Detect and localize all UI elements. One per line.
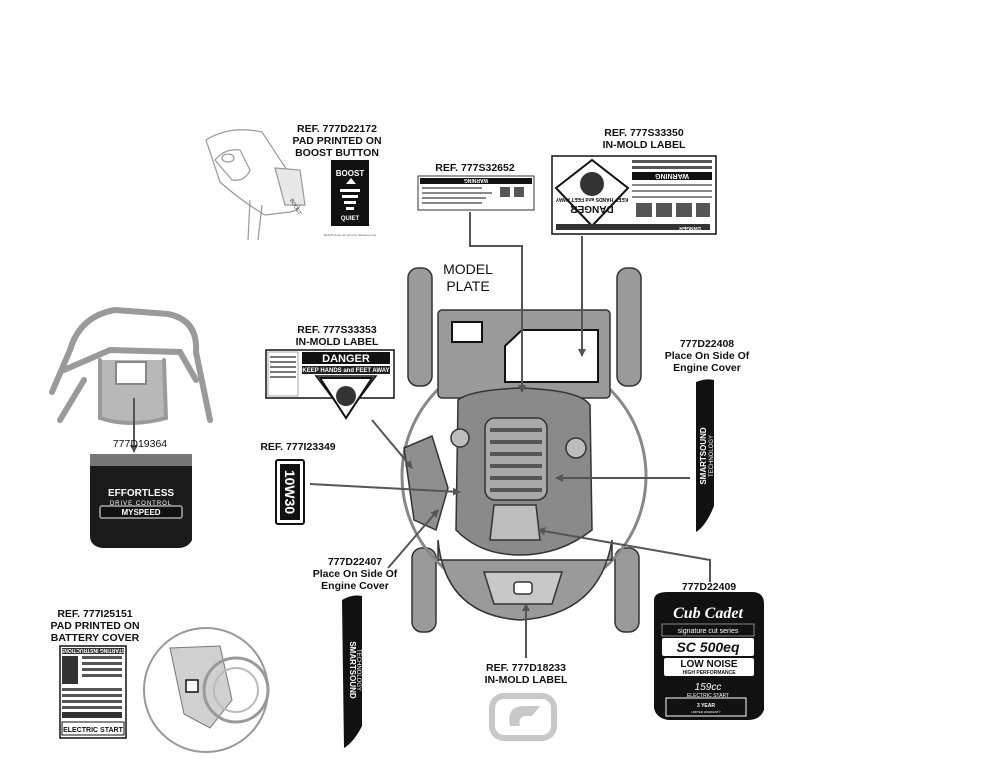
- boost-handle-illustration: [205, 129, 306, 241]
- danger-big-caption: REF. 777S33350 IN-MOLD LABEL: [588, 127, 700, 151]
- mower-illustration: [400, 267, 648, 633]
- danger-big-ref: REF. 777S33350: [604, 127, 684, 139]
- quiet-label-text: QUIET: [341, 216, 360, 222]
- front-logo-decal: [489, 693, 557, 741]
- danger-small-ref: REF. 777S33353: [297, 324, 377, 336]
- boost-caption: REF. 777D22172 PAD PRINTED ON BOOST BUTT…: [282, 123, 392, 159]
- engine-left-sub: TECHNOLOGY: [355, 649, 361, 691]
- rear-left-wheel: [407, 267, 433, 387]
- cubcadet-brand-text: Cub Cadet: [673, 605, 743, 622]
- cubcadet-cc-text: 159cc: [695, 682, 722, 693]
- battery-caption: REF. 777I25151 PAD PRINTED ON BATTERY CO…: [40, 608, 150, 644]
- oil-caption: REF. 777I23349: [246, 441, 350, 453]
- cubcadet-warranty-text: 3 YEAR: [697, 703, 715, 709]
- engine-left-line3: Engine Cover: [321, 580, 389, 592]
- cubcadet-perf-text: HIGH PERFORMANCE: [682, 670, 736, 676]
- myspeed-line1: EFFORTLESS: [108, 488, 174, 499]
- engine-right-caption: 777D22408 Place On Side Of Engine Cover: [652, 338, 762, 374]
- danger-big-small-text: DANGER: [679, 225, 701, 231]
- boost-footnote: BLACK does not print for reference use: [324, 233, 377, 237]
- front-left-wheel: [411, 547, 437, 633]
- oil-ref: REF. 777I23349: [260, 441, 336, 453]
- front-logo-slot: [513, 581, 533, 595]
- engine-right-brand: SMARTSOUND: [699, 427, 708, 485]
- danger-small-caption: REF. 777S33353 IN-MOLD LABEL: [282, 324, 392, 348]
- arrow-cubcadet: [537, 527, 711, 582]
- myspeed-line2: DRIVE CONTROL: [110, 501, 172, 507]
- cubcadet-series-text: signature cut series: [678, 628, 739, 635]
- engine-right-line2: Place On Side Of: [664, 350, 750, 362]
- cubcadet-noise-text: LOW NOISE: [680, 659, 738, 670]
- model-plate-line1: MODEL: [443, 261, 493, 277]
- cubcadet-decal: [654, 592, 764, 720]
- logo-ref: REF. 777D18233: [486, 662, 566, 674]
- warning-caption: REF. 777S32652: [420, 162, 530, 174]
- front-right-wheel: [614, 547, 640, 633]
- arrow-engine-left: [387, 509, 439, 569]
- engine-left-decal: [342, 595, 362, 748]
- engine-left-line2: Place On Side Of: [312, 568, 398, 580]
- leader-lines: [130, 212, 711, 658]
- model-plate-box: [451, 321, 483, 343]
- logo-caption: REF. 777D18233 IN-MOLD LABEL: [470, 662, 582, 686]
- boost-line3: BOOST BUTTON: [295, 147, 379, 159]
- logo-line2: IN-MOLD LABEL: [484, 674, 568, 686]
- engine-right-line3: Engine Cover: [673, 362, 741, 374]
- engine-right-decal: [696, 379, 714, 532]
- battery-illustration: [143, 627, 270, 753]
- model-plate-large-box: [504, 329, 599, 383]
- boost-label-text: BOOST: [336, 169, 365, 178]
- oil-decal: [275, 459, 305, 525]
- handle-caption: 777D19364: [92, 438, 188, 450]
- warning-ref: REF. 777S32652: [435, 162, 515, 174]
- arrow-danger-small: [371, 419, 413, 469]
- model-plate-caption: MODEL PLATE: [430, 261, 506, 295]
- oil-text: 10W30: [282, 470, 298, 515]
- myspeed-line3: MYSPEED: [121, 508, 160, 517]
- battery-line3: BATTERY COVER: [50, 632, 140, 644]
- cubcadet-start-text: ELECTRIC START: [687, 693, 729, 699]
- danger-small-danger-text: DANGER: [322, 353, 370, 365]
- engine-left-brand: SMARTSOUND: [348, 641, 357, 699]
- handle-illustration: [49, 306, 213, 425]
- boost-line2: PAD PRINTED ON: [292, 135, 382, 147]
- warning-label-decal: [417, 175, 535, 211]
- engine-knob-right: [565, 437, 587, 459]
- engine-right-sub: TECHNOLOGY: [709, 435, 715, 477]
- battery-title-text: STARTING INSTRUCTIONS: [60, 647, 125, 653]
- engine-knob-left: [450, 428, 470, 448]
- model-plate-line2: PLATE: [446, 278, 490, 294]
- danger-big-danger-text: DANGER: [570, 203, 614, 214]
- engine-left-part: 777D22407: [327, 556, 383, 568]
- danger-small-line2: IN-MOLD LABEL: [295, 336, 379, 348]
- danger-small-decal: [265, 349, 395, 420]
- myspeed-decal: [90, 454, 192, 548]
- cubcadet-model-text: SC 500eq: [676, 639, 739, 655]
- boost-pad-decal: [331, 160, 369, 226]
- danger-big-keep-text: KEEP HANDS and FEET AWAY: [555, 196, 628, 202]
- danger-big-line2: IN-MOLD LABEL: [602, 139, 686, 151]
- danger-big-decal: [551, 155, 717, 235]
- arrow-warning: [469, 212, 526, 393]
- engine-left-side: [403, 434, 449, 532]
- engine-cap: [489, 504, 541, 541]
- handle-part: 777D19364: [112, 438, 168, 450]
- arrow-oil: [309, 483, 461, 496]
- danger-big-warning-text: WARNING: [655, 172, 689, 179]
- engine-right-part: 777D22408: [679, 338, 735, 350]
- cubcadet-caption: 777D22409: [664, 581, 754, 593]
- cubcadet-part: 777D22409: [681, 581, 737, 593]
- cubcadet-limited-text: LIMITED WARRANTY: [691, 710, 721, 714]
- rear-right-wheel: [616, 267, 642, 387]
- engine-left-caption: 777D22407 Place On Side Of Engine Cover: [300, 556, 410, 592]
- battery-ref: REF. 777I25151: [57, 608, 133, 620]
- boost-ref: REF. 777D22172: [297, 123, 377, 135]
- battery-line2: PAD PRINTED ON: [50, 620, 140, 632]
- warning-header-text: WARNING: [464, 177, 488, 183]
- danger-small-keep-text: KEEP HANDS and FEET AWAY: [302, 368, 389, 374]
- battery-electric-text: ELECTRIC START: [63, 727, 123, 734]
